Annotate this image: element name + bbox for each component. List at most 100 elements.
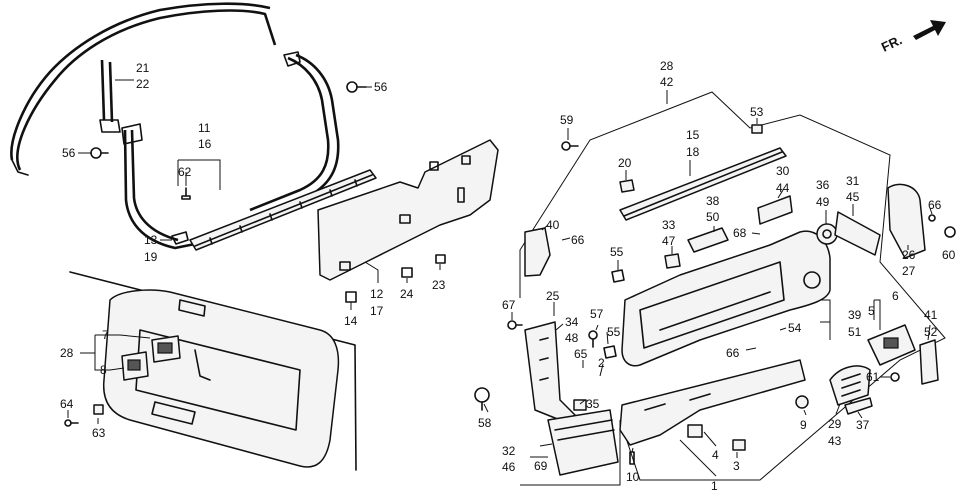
callout-1: 1 — [711, 479, 718, 493]
callout-28-left: 28 — [60, 346, 74, 360]
fr-label: FR. — [879, 32, 904, 54]
callout-9: 9 — [800, 418, 807, 432]
callout-40: 40 — [546, 218, 560, 232]
callout-62: 62 — [178, 165, 192, 179]
callout-37: 37 — [856, 418, 870, 432]
callout-13: 13 — [144, 233, 158, 247]
pad-24 — [401, 267, 413, 278]
callout-38: 38 — [706, 194, 720, 208]
clip-56-left — [90, 147, 109, 159]
handle-bracket-31-45 — [834, 211, 881, 256]
callout-2: 2 — [598, 356, 605, 370]
callout-48: 48 — [565, 331, 579, 345]
door-lining-panel — [621, 230, 831, 367]
callout-43: 43 — [828, 434, 842, 448]
callout-65: 65 — [574, 347, 588, 361]
callout-42: 42 — [660, 75, 674, 89]
callout-labels: 21 22 56 56 11 16 62 13 19 12 17 24 23 1… — [60, 59, 956, 493]
callout-24: 24 — [400, 287, 414, 301]
clip-53 — [751, 124, 763, 134]
callout-32: 32 — [502, 444, 516, 458]
callout-44: 44 — [776, 181, 790, 195]
callout-35: 35 — [586, 397, 600, 411]
clip-20 — [619, 179, 635, 193]
screw-61 — [890, 372, 900, 382]
callout-33: 33 — [662, 218, 676, 232]
callout-69: 69 — [534, 459, 548, 473]
screw-67 — [507, 320, 523, 330]
screw-66-right — [928, 214, 936, 222]
inner-weatherstrip — [189, 169, 377, 251]
speaker-bracket-36-49 — [816, 223, 838, 245]
callout-10: 10 — [626, 470, 640, 484]
lower-pocket — [619, 359, 806, 446]
callout-26: 26 — [902, 248, 916, 262]
handle-41-52 — [919, 339, 939, 385]
callout-17: 17 — [370, 304, 384, 318]
screw-64 — [64, 419, 79, 427]
callout-27: 27 — [902, 264, 916, 278]
callout-64: 64 — [60, 397, 74, 411]
screw-59 — [561, 141, 579, 151]
cover-26-27 — [887, 183, 926, 259]
callout-52: 52 — [924, 325, 938, 339]
callout-67: 67 — [502, 298, 516, 312]
grommet-9 — [795, 395, 809, 409]
callout-56-upper: 56 — [374, 80, 388, 94]
window-garnish-strip — [619, 147, 787, 221]
armrest-insert-29-43 — [829, 365, 871, 406]
callout-58: 58 — [478, 416, 492, 430]
callout-68: 68 — [733, 226, 747, 240]
switch-5-6 — [867, 324, 916, 366]
callout-51: 51 — [848, 325, 862, 339]
callout-18: 18 — [686, 145, 700, 159]
callout-66-lower: 66 — [726, 346, 740, 360]
callout-15: 15 — [686, 128, 700, 142]
callout-5: 5 — [868, 304, 875, 318]
callout-66-mid: 66 — [571, 233, 585, 247]
callout-63: 63 — [92, 426, 106, 440]
callout-45: 45 — [846, 190, 860, 204]
callout-34: 34 — [565, 315, 579, 329]
callout-36: 36 — [816, 178, 830, 192]
clip-35-36 — [573, 399, 587, 411]
armrest-bracket-40 — [524, 227, 551, 277]
callout-56-left: 56 — [62, 146, 76, 160]
callout-14: 14 — [344, 314, 358, 328]
callout-11: 11 — [198, 121, 211, 135]
nut-63 — [93, 404, 104, 415]
callout-19: 19 — [144, 250, 158, 264]
callout-60: 60 — [942, 248, 956, 262]
door-opening-weatherstrip — [10, 2, 340, 250]
pad-23 — [435, 254, 446, 264]
clip-56-upper — [346, 81, 367, 93]
callout-20: 20 — [618, 156, 632, 170]
arrow-forward-icon — [913, 20, 946, 40]
pull-handle-37 — [844, 397, 873, 415]
callout-57: 57 — [590, 307, 604, 321]
callout-54: 54 — [788, 321, 802, 335]
callout-7: 7 — [102, 328, 109, 342]
callout-8: 8 — [100, 363, 107, 377]
callout-21: 21 — [136, 61, 150, 75]
switch-panel-30-44 — [757, 195, 793, 225]
callout-47: 47 — [662, 234, 676, 248]
screw-60 — [944, 226, 956, 238]
callout-53: 53 — [750, 105, 764, 119]
clip-55-upper — [611, 269, 625, 283]
callout-55-lower: 55 — [607, 325, 621, 339]
callout-12: 12 — [370, 287, 384, 301]
screw-62 — [181, 187, 191, 200]
fr-direction-indicator: FR. — [879, 20, 946, 55]
callout-66-right: 66 — [928, 198, 942, 212]
callout-25: 25 — [546, 289, 560, 303]
door-hole-seal — [317, 139, 499, 281]
callout-22: 22 — [136, 77, 150, 91]
callout-50: 50 — [706, 210, 720, 224]
callout-49: 49 — [816, 195, 830, 209]
callout-29: 29 — [828, 417, 842, 431]
callout-4: 4 — [712, 448, 719, 462]
callout-3: 3 — [733, 459, 740, 473]
pad-14 — [345, 291, 357, 303]
